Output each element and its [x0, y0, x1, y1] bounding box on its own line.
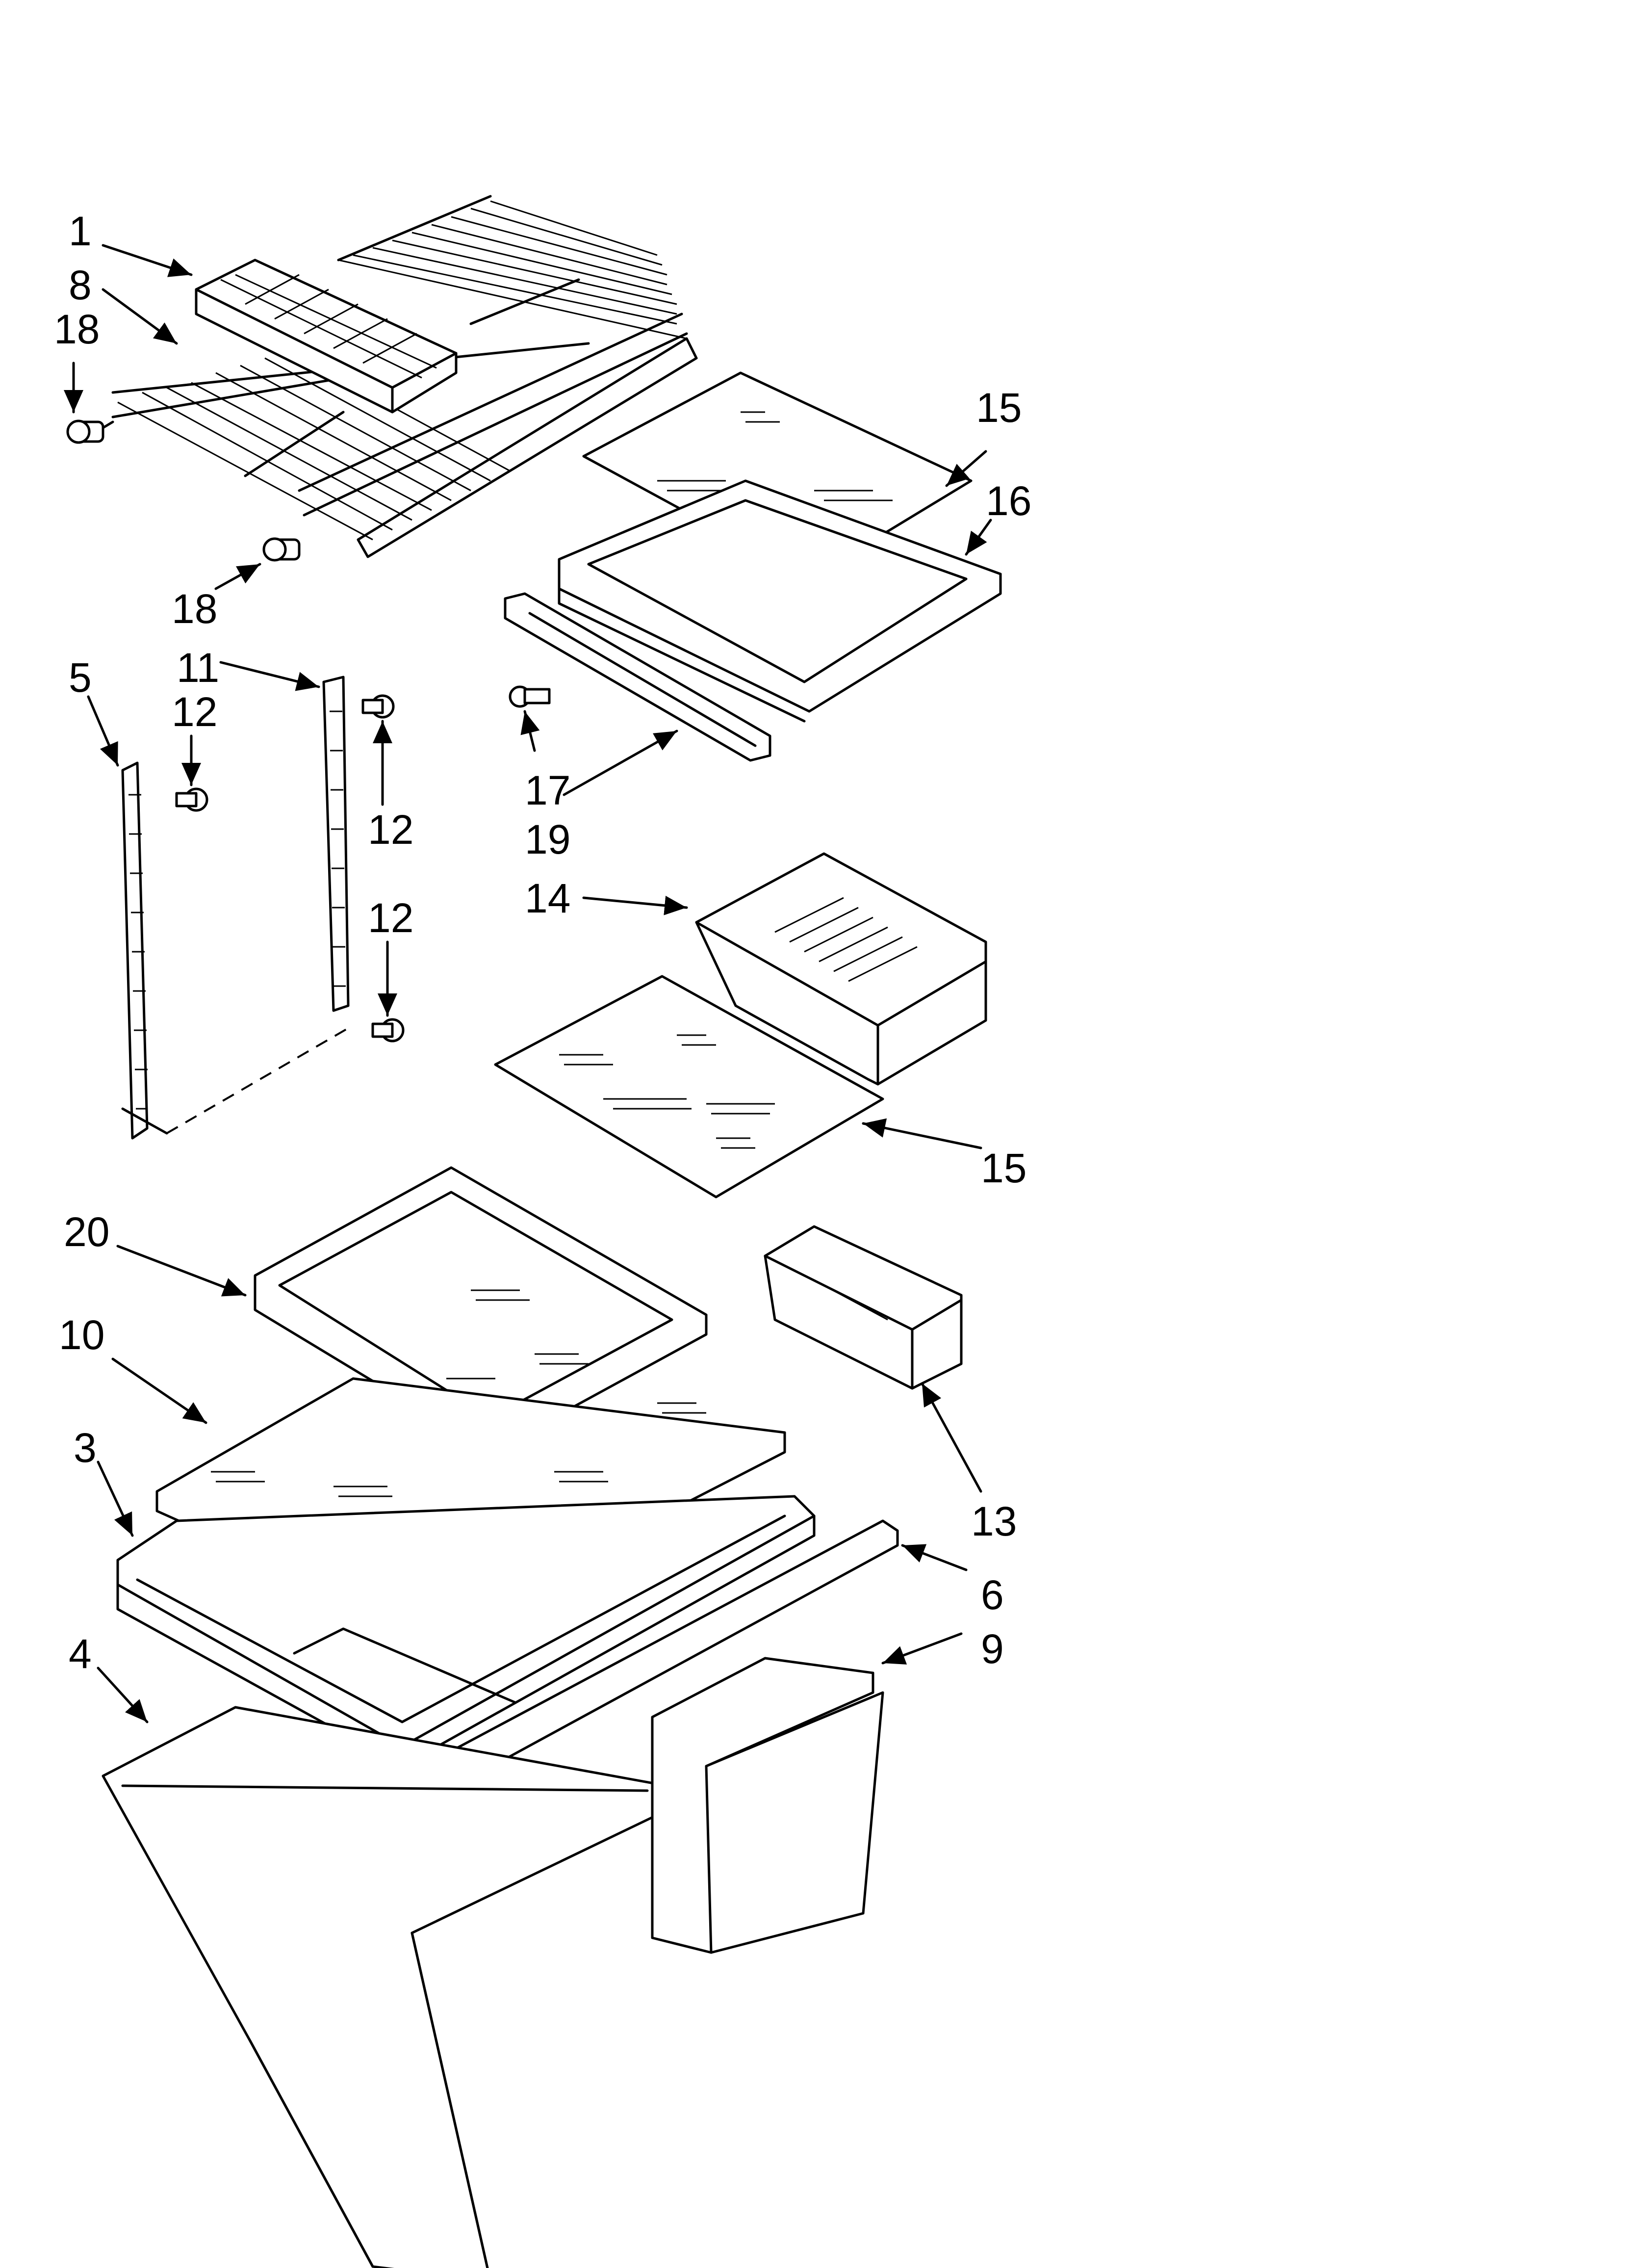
callout-17: 17 [525, 767, 570, 813]
shelf-frame [558, 479, 1002, 723]
screw-12-a [175, 787, 208, 812]
shelf-frame-20 [254, 1166, 708, 1454]
callout-18a: 18 [54, 306, 100, 352]
crisper-drawer-left [102, 1706, 668, 2268]
callout-13: 13 [971, 1498, 1017, 1544]
callout-8: 8 [69, 262, 92, 308]
ladder-base-line [121, 1107, 168, 1135]
callout-10: 10 [59, 1312, 104, 1358]
wire-shelf-upper [298, 195, 698, 558]
shelf-ladder-left [121, 761, 149, 1140]
callout-14: 14 [525, 875, 570, 921]
callout-19: 19 [525, 816, 570, 862]
screw-12-b [361, 694, 395, 719]
callout-1: 1 [69, 208, 92, 254]
callout-9: 9 [981, 1626, 1004, 1672]
screw-12-c [371, 1018, 405, 1043]
shelf-pin-right [262, 537, 301, 562]
shelf-rail [504, 592, 771, 762]
callout-3: 3 [74, 1425, 97, 1471]
callout-4: 4 [69, 1631, 92, 1677]
crisper-drawer-right [651, 1657, 884, 1954]
callout-5: 5 [69, 654, 92, 701]
callout-15a: 15 [976, 385, 1022, 431]
callout-12a: 12 [172, 689, 217, 735]
callout-18b: 18 [172, 586, 217, 632]
shelf-ladder-right [322, 676, 350, 1012]
storage-bin [764, 1225, 963, 1390]
small-drawer [695, 852, 987, 1086]
callout-6: 6 [981, 1572, 1004, 1618]
callout-20: 20 [64, 1209, 109, 1255]
shelf-pin-left [66, 419, 104, 444]
leader-lines [64, 244, 992, 1723]
callout-12b: 12 [368, 807, 413, 853]
glass-shelf-middle [494, 975, 884, 1199]
callout-16: 16 [986, 478, 1031, 524]
alignment-line [166, 1024, 354, 1134]
ice-cube-tray [195, 259, 458, 414]
callout-11: 11 [177, 645, 219, 691]
callout-15b: 15 [981, 1145, 1026, 1191]
callout-12c: 12 [368, 895, 413, 941]
screw-17 [509, 685, 551, 708]
